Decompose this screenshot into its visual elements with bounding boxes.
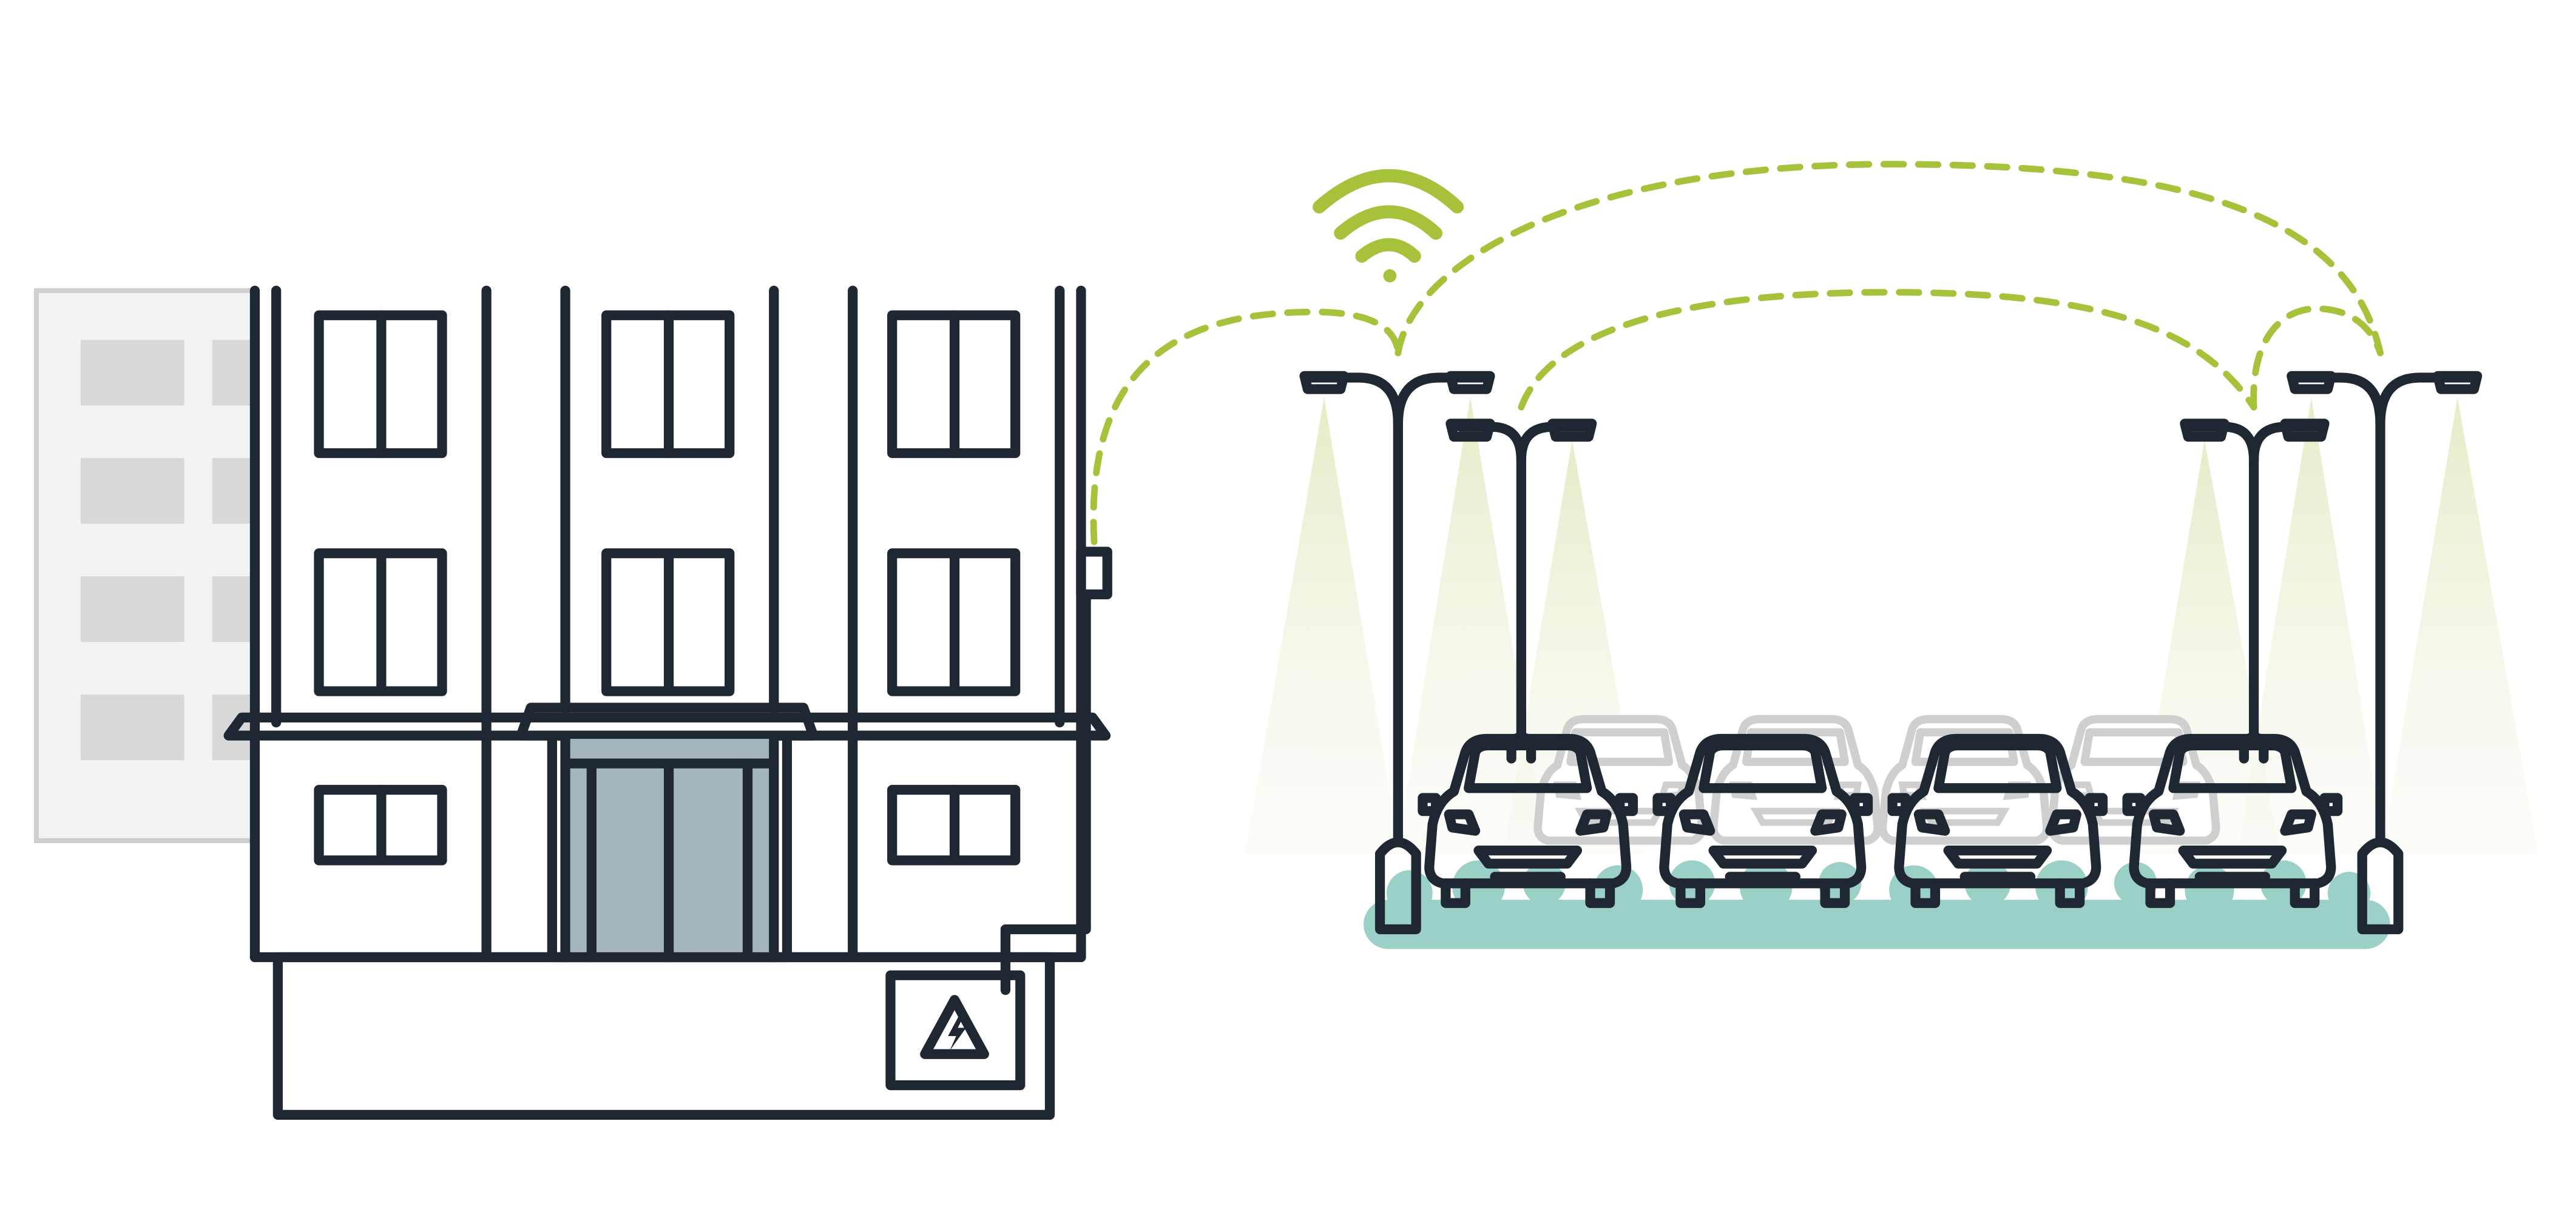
electrical-panel (885, 970, 1026, 1091)
background-cars (1538, 719, 2216, 841)
entrance-door (547, 730, 793, 963)
wifi-signal-icon (1313, 169, 1464, 283)
street-lamp-2 (1450, 423, 1592, 747)
street-lamp-1 (1305, 376, 1490, 935)
office-building (223, 285, 1112, 1120)
background-building (33, 288, 269, 843)
street-lamp-4 (2291, 376, 2477, 935)
street-lamp-3 (2185, 423, 2324, 747)
wireless-links (1090, 161, 2384, 545)
building-windows (314, 310, 1021, 866)
